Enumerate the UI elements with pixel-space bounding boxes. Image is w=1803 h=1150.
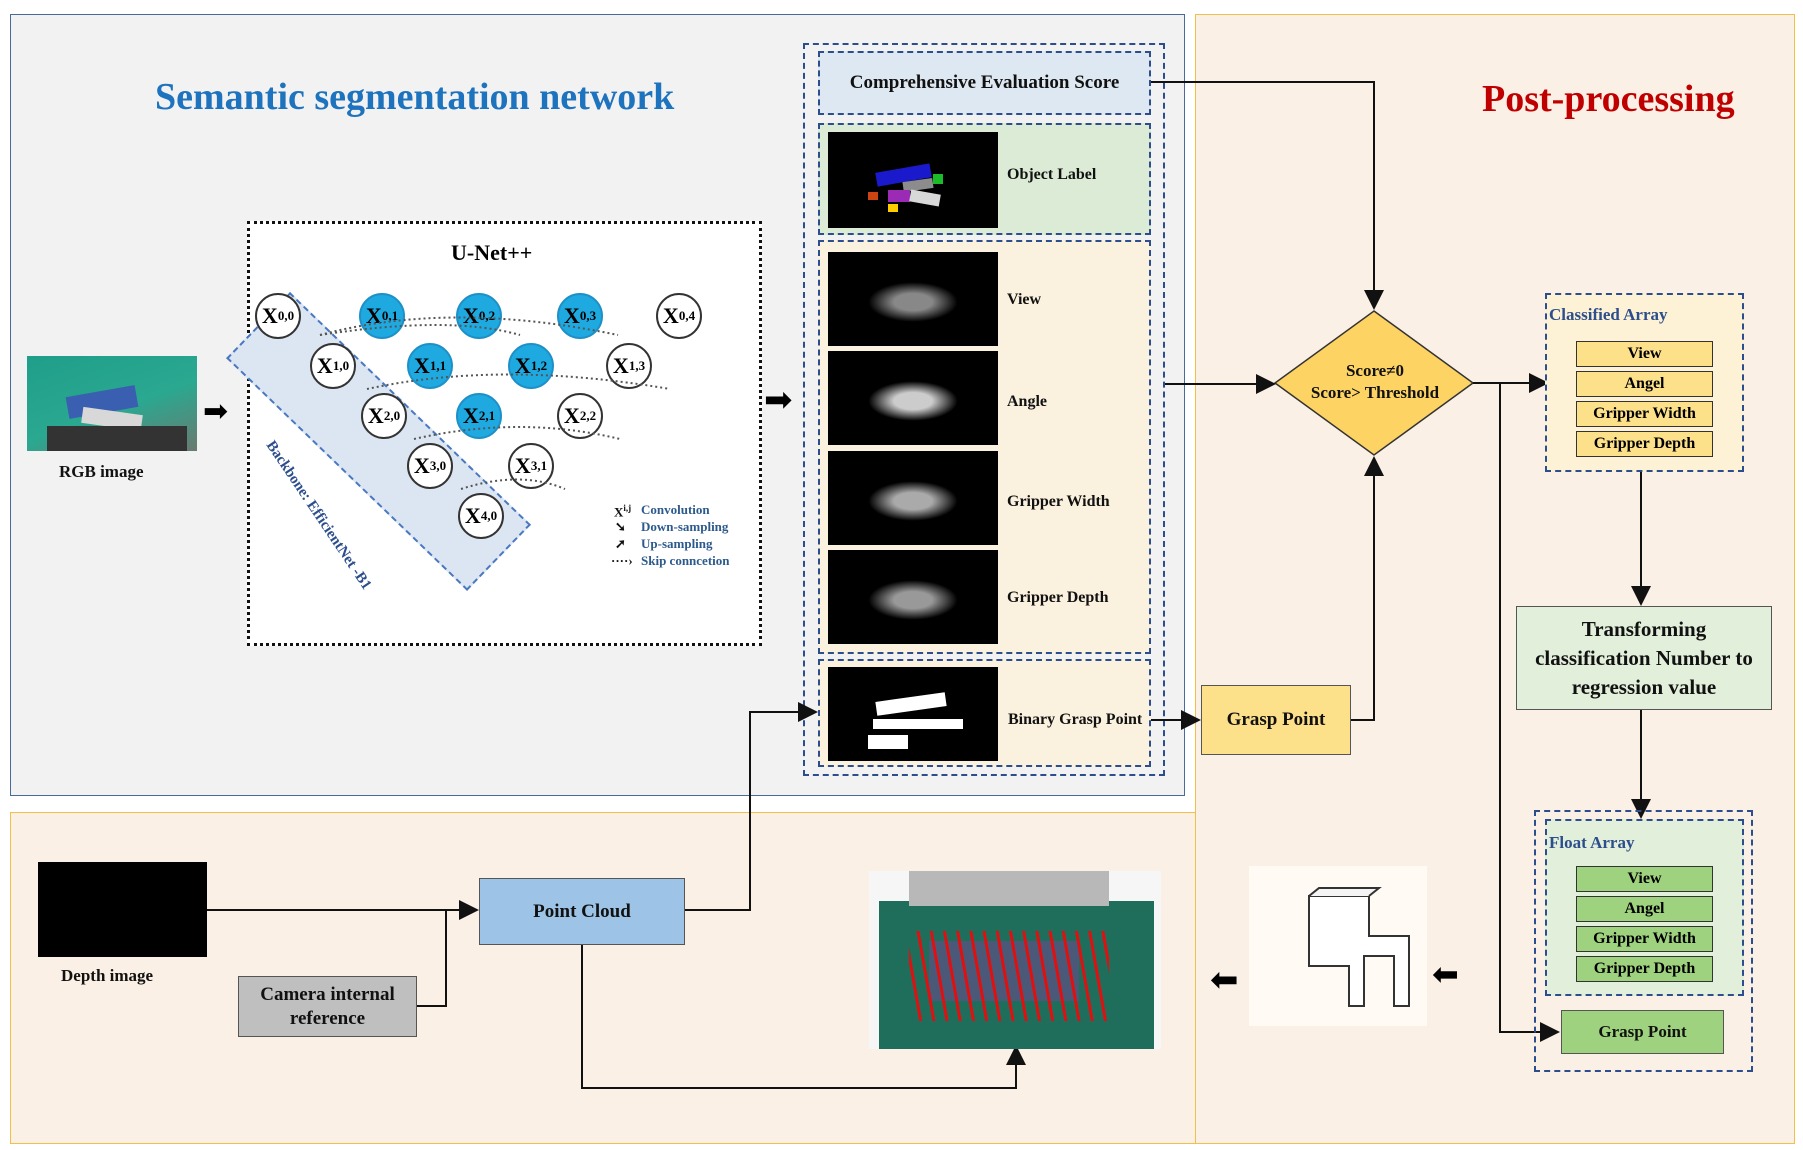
float-array-outer <box>1534 810 1753 1072</box>
legend-convolution: Convolution <box>641 502 710 517</box>
right-arrow-icon-2: ➡ <box>764 382 793 419</box>
transform-box: Transforming classification Number to re… <box>1516 606 1772 710</box>
view-thumbnail <box>828 252 998 346</box>
float-item-3: Gripper Depth <box>1576 956 1713 982</box>
gripper-icon <box>1249 866 1427 1026</box>
legend-skip: Skip conncetion <box>641 553 730 568</box>
width-thumbnail <box>828 451 998 545</box>
object-label-thumbnail <box>828 132 998 228</box>
binary-grasp-thumbnail <box>828 667 998 761</box>
classified-item-0: View <box>1576 341 1713 367</box>
legend-skip-icon: ····› <box>611 553 633 568</box>
camera-internal-reference: Camera internal reference <box>238 976 417 1037</box>
angle-label: Angle <box>1007 393 1047 410</box>
classified-item-1: Angel <box>1576 371 1713 397</box>
classified-item-3: Gripper Depth <box>1576 431 1713 457</box>
output-column <box>803 43 1165 776</box>
binary-grasp-label: Binary Grasp Point <box>1008 711 1143 728</box>
decision-diamond <box>1273 310 1475 456</box>
left-arrow-icon: ⬅ <box>1210 962 1239 999</box>
classified-item-2: Gripper Width <box>1576 401 1713 427</box>
depth-thumbnail <box>828 550 998 644</box>
post-processing-title: Post-processing <box>1482 78 1735 120</box>
right-arrow-icon: ➡ <box>203 395 229 428</box>
legend-down-icon: ➘ <box>615 519 626 534</box>
float-item-2: Gripper Width <box>1576 926 1713 952</box>
width-label: Gripper Width <box>1007 493 1110 510</box>
view-label: View <box>1007 291 1042 308</box>
rgb-image-thumbnail <box>27 356 197 451</box>
legend-up-icon: ➚ <box>615 536 626 551</box>
depth-label: Gripper Depth <box>1007 589 1109 606</box>
depth-image-label: Depth image <box>61 966 154 985</box>
segmentation-title: Semantic segmentation network <box>155 76 675 118</box>
object-label-text: Object Label <box>1007 166 1097 183</box>
angle-thumbnail <box>828 351 998 445</box>
classified-array-title: Classified Array <box>1549 305 1668 324</box>
legend-up: Up-sampling <box>641 536 713 551</box>
legend-down: Down-sampling <box>641 519 729 534</box>
depth-image-thumbnail <box>38 862 207 957</box>
float-item-0: View <box>1576 866 1713 892</box>
float-array-title: Float Array <box>1549 833 1635 852</box>
grasp-result-image <box>869 871 1161 1049</box>
point-cloud-box: Point Cloud <box>479 878 685 945</box>
unet-title: U-Net++ <box>451 240 533 265</box>
left-arrow-icon-2: ⬅ <box>1432 956 1459 992</box>
float-item-1: Angel <box>1576 896 1713 922</box>
float-grasp-point: Grasp Point <box>1561 1010 1724 1054</box>
score-box: Comprehensive Evaluation Score <box>818 51 1151 115</box>
grasp-point-box: Grasp Point <box>1201 685 1351 755</box>
rgb-image-label: RGB image <box>59 462 144 481</box>
legend-symbol: Xi,j <box>614 503 632 520</box>
